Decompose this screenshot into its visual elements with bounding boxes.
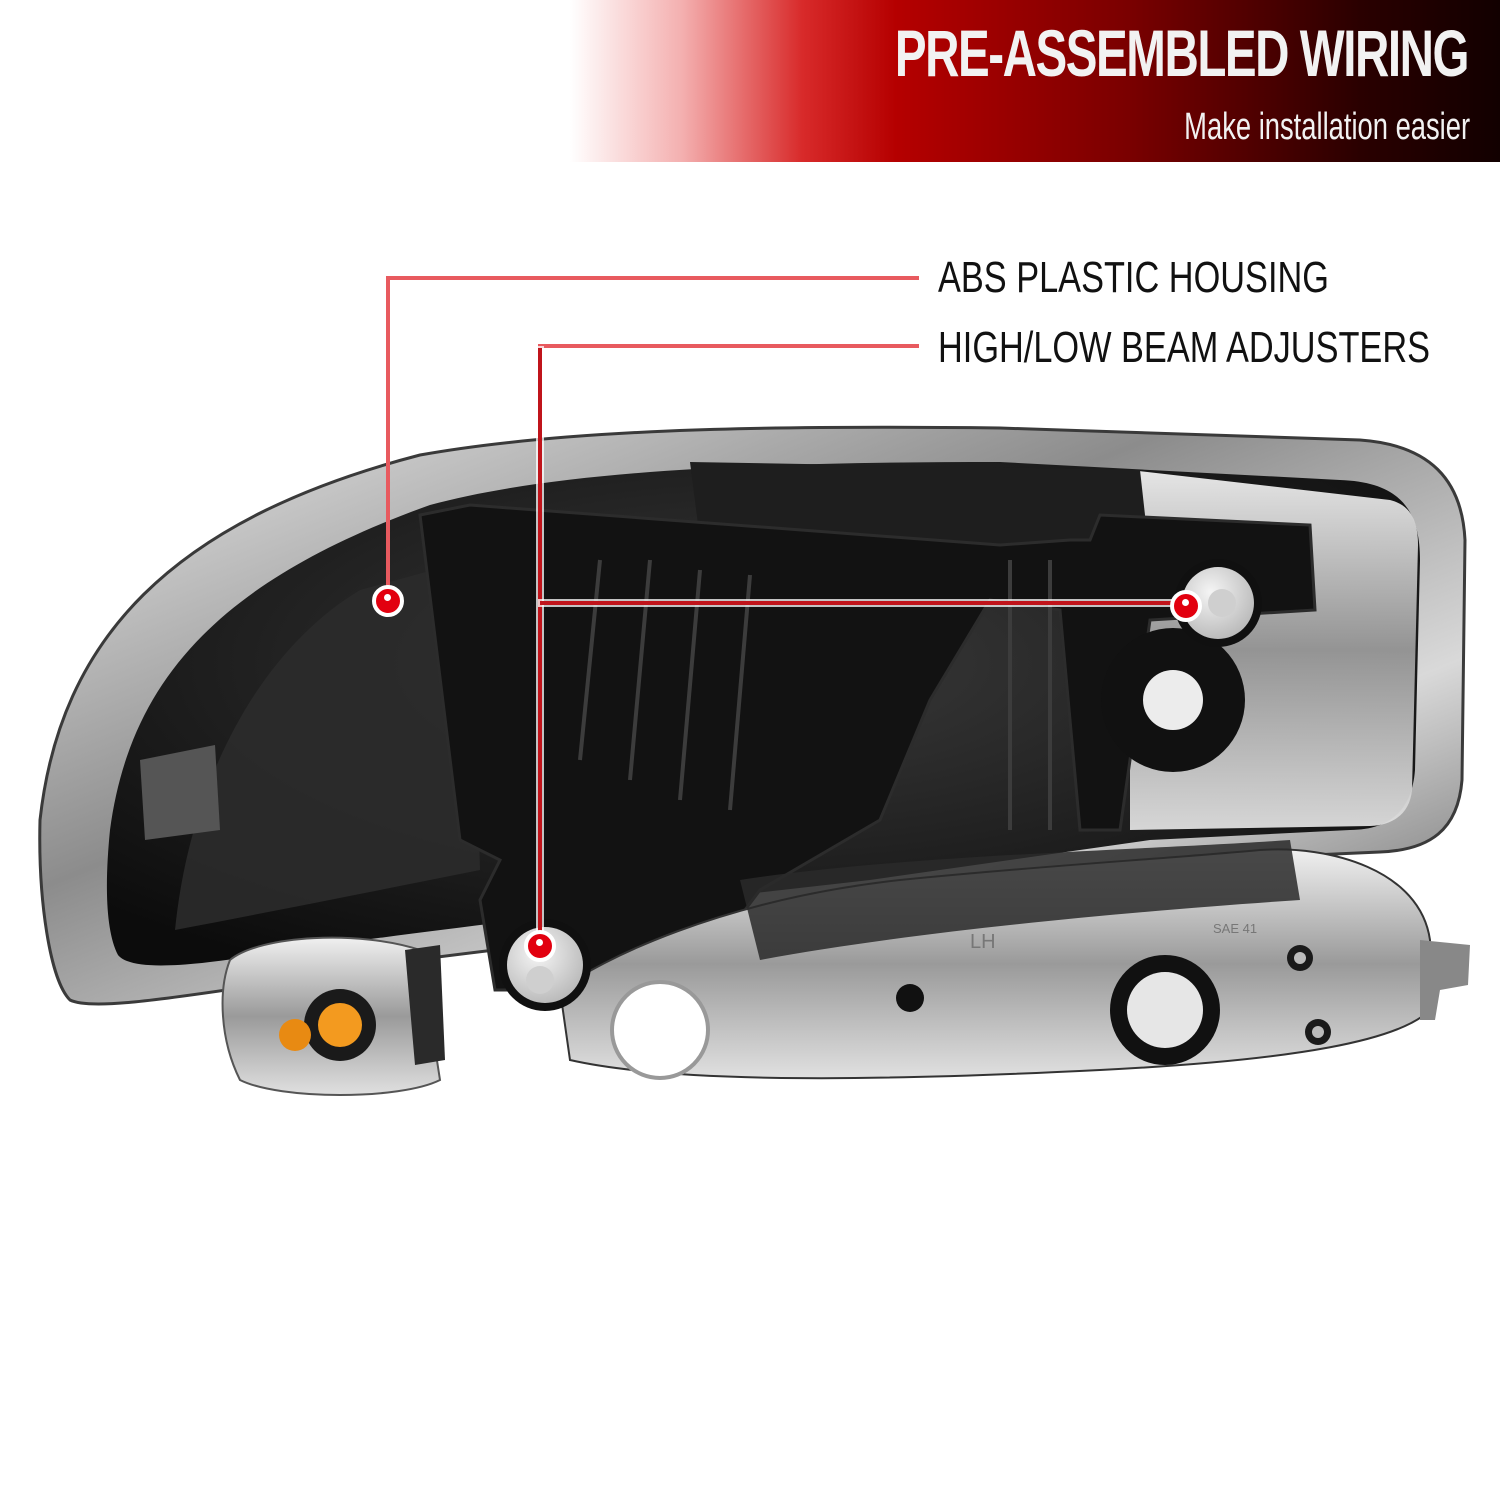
callout-dot-housing	[372, 585, 404, 617]
callout-label-housing: ABS PLASTIC HOUSING	[938, 253, 1329, 302]
callout-line-housing-h	[386, 276, 919, 280]
callout-dot-adjuster-left	[524, 930, 556, 962]
callout-line-adjusters-v	[538, 348, 542, 938]
callout-dot-adjuster-right	[1170, 590, 1202, 622]
header-banner: PRE-ASSEMBLED WIRING Make installation e…	[570, 0, 1500, 162]
housing-markings: LH SAE 41	[970, 921, 1257, 953]
banner-subtitle: Make installation easier	[1184, 106, 1470, 148]
callout-line-adjusters-h	[538, 344, 919, 348]
banner-title: PRE-ASSEMBLED WIRING	[894, 16, 1470, 90]
svg-text:LH: LH	[970, 931, 996, 953]
svg-text:SAE 41: SAE 41	[1213, 921, 1257, 936]
callout-label-adjusters: HIGH/LOW BEAM ADJUSTERS	[938, 323, 1430, 372]
callout-line-housing-v	[386, 276, 390, 588]
callout-line-adjusters-branch	[540, 601, 1180, 605]
